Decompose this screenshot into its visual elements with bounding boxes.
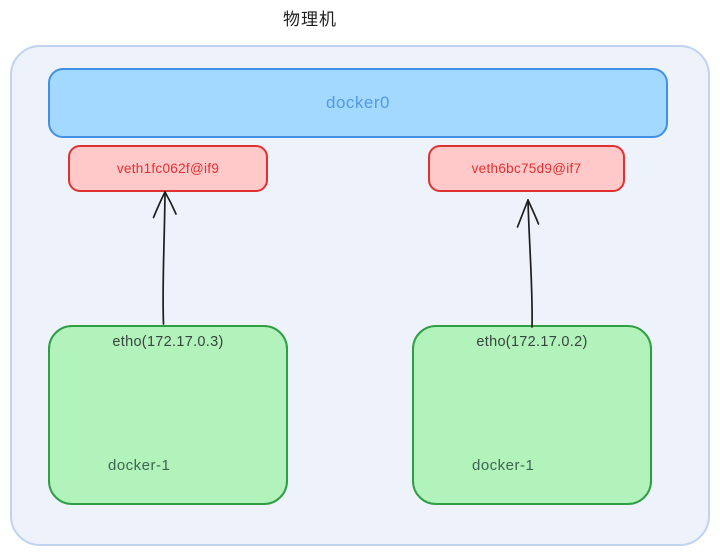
veth-node-2-label: veth6bc75d9@if7 <box>471 161 582 176</box>
docker0-bridge-node: docker0 <box>48 68 668 138</box>
physical-machine-box: docker0 veth1fc062f@if9 veth6bc75d9@if7 … <box>10 45 710 546</box>
container-node-1: etho(172.17.0.3) docker-1 <box>48 325 288 505</box>
page-title: 物理机 <box>283 10 337 29</box>
container-node-2: etho(172.17.0.2) docker-1 <box>412 325 652 505</box>
docker0-bridge-label: docker0 <box>326 93 390 112</box>
veth-node-2: veth6bc75d9@if7 <box>428 145 625 192</box>
container-2-interface-label: etho(172.17.0.2) <box>476 334 588 350</box>
veth-node-1-label: veth1fc062f@if9 <box>116 161 220 176</box>
veth-node-1: veth1fc062f@if9 <box>68 145 268 192</box>
container-1-name-label: docker-1 <box>108 457 171 474</box>
container-1-interface-label: etho(172.17.0.3) <box>112 334 224 350</box>
container-2-name-label: docker-1 <box>472 457 535 474</box>
